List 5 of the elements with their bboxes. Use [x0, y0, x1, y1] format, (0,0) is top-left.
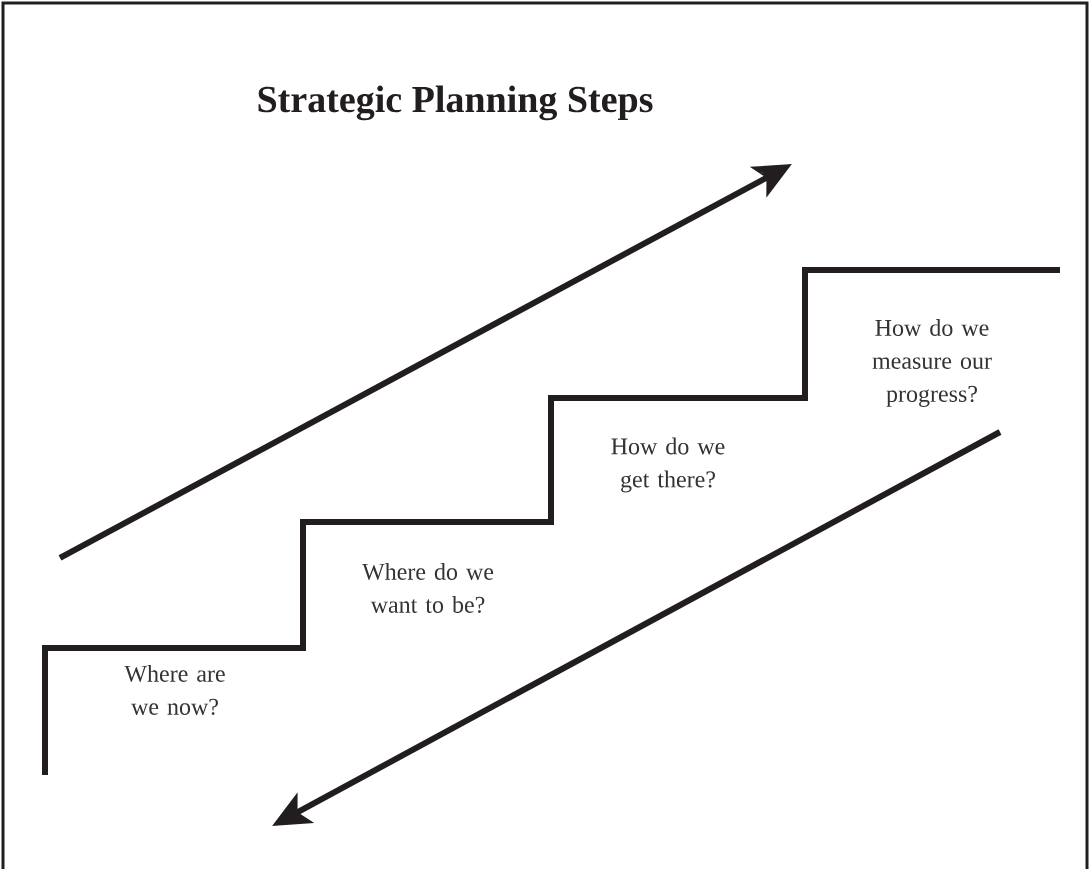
step-label: Where are we now? [124, 665, 225, 715]
step-label: Where do we want to be? [362, 563, 494, 613]
title: Strategic Planning Steps [258, 85, 653, 121]
step-label: How do we get there? [611, 437, 725, 493]
step-label: How do we measure our progress? [872, 319, 992, 407]
